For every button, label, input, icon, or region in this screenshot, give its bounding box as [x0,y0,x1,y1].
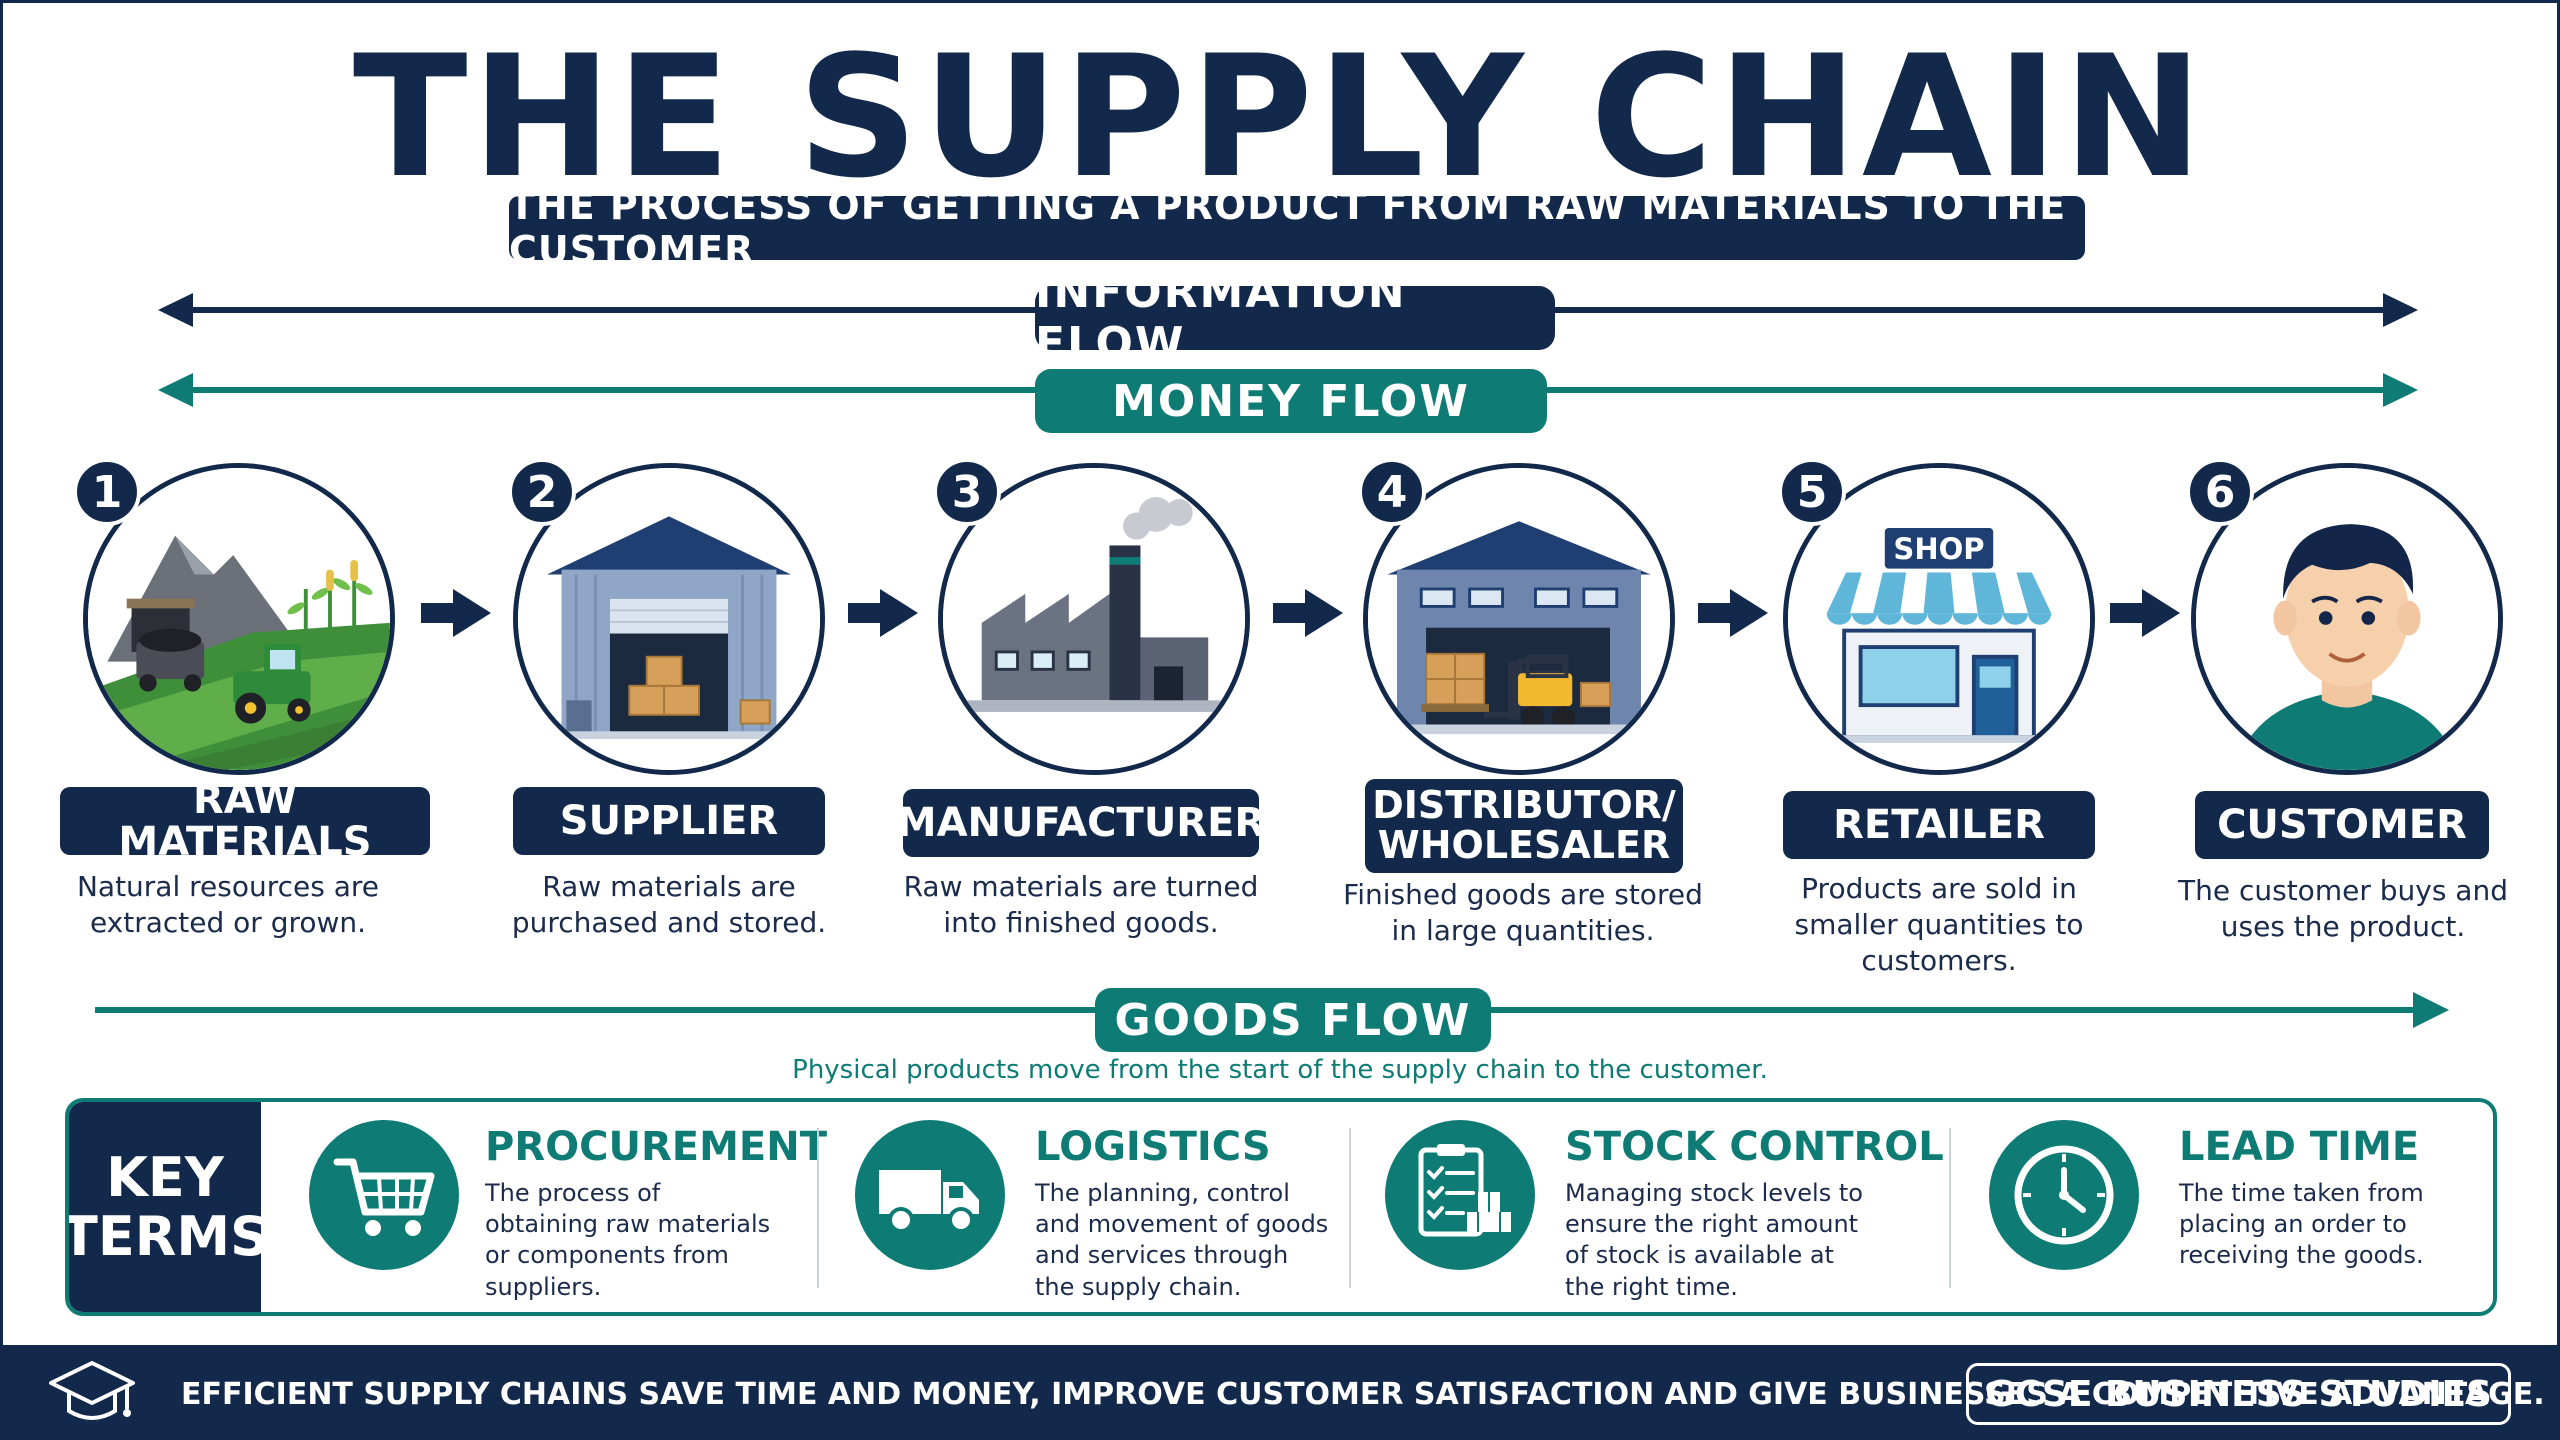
stage-2-illustration [513,463,825,775]
page-title: THE SUPPLY CHAIN [352,19,2208,215]
key-terms-heading: KEY TERMS [69,1102,269,1312]
shopping-cart-icon [309,1120,459,1270]
footer-bar: EFFICIENT SUPPLY CHAINS SAVE TIME AND MO… [3,1345,2560,1440]
delivery-truck-icon [855,1120,1005,1270]
stage-5-illustration: SHOP [1783,463,2095,775]
key-term-lead-time: LEAD TIME The time taken from placing an… [1979,1102,2479,1312]
step-number-4: 4 [1358,458,1426,526]
key-term-logistics: LOGISTICS The planning, control and move… [849,1102,1379,1312]
key-term-lead-time-description: The time taken from placing an order to … [2179,1179,2424,1270]
stage-4-description: Finished goods are stored in large quant… [1343,878,1703,947]
stage-3-description: Raw materials are turned into finished g… [903,870,1259,939]
warehouse-icon [518,468,820,770]
stage-1-description: Natural resources are extracted or grown… [76,870,380,939]
stage-2-description: Raw materials are purchased and stored. [511,870,827,939]
step-number-5: 5 [1778,458,1846,526]
stage-6-label: CUSTOMER [2195,791,2489,859]
key-term-divider [817,1128,819,1288]
key-term-stock-control-title: STOCK CONTROL [1565,1124,1944,1170]
key-term-stock-control-description: Managing stock levels to ensure the righ… [1565,1179,1863,1301]
stage-5-description: Products are sold in smaller quantities … [1794,872,2084,977]
step-number-2: 2 [508,458,576,526]
stage-3-label: MANUFACTURER [897,789,1265,857]
stage-5-label: RETAILER [1783,791,2095,859]
stage-1-illustration [83,463,395,775]
arrow-right-icon [421,589,491,637]
stage-6-illustration [2191,463,2503,775]
stage-6-description: The customer buys and uses the product. [2178,874,2508,943]
arrow-right-icon [1273,589,1343,637]
key-terms-heading-line2: TERMS [65,1205,269,1268]
arrow-right-icon [848,589,918,637]
distribution-centre-icon [1368,468,1670,770]
step-number-1: 1 [73,458,141,526]
stage-4-label: DISTRIBUTOR/ WHOLESALER [1365,779,1683,873]
key-term-logistics-description: The planning, control and movement of go… [1035,1179,1329,1301]
key-term-stock-control: STOCK CONTROL Managing stock levels to e… [1379,1102,1979,1312]
key-terms-panel: KEY TERMS PROCUREMENT The process of obt… [65,1098,2497,1316]
clock-icon [1989,1120,2139,1270]
stage-1-label: RAW MATERIALS [60,779,430,863]
money-flow-label: MONEY FLOW [1035,369,1547,433]
key-term-procurement-title: PROCUREMENT [485,1124,827,1170]
step-connector-arrows [421,589,2180,637]
course-badge: GCSE BUSINESS STUDIES [1966,1363,2511,1425]
key-term-lead-time-title: LEAD TIME [2179,1124,2420,1170]
key-terms-heading-line1: KEY [106,1145,224,1209]
information-flow-label: INFORMATION FLOW [1035,267,1555,369]
shop-sign-text: SHOP [1893,532,1984,566]
arrow-right-icon [2110,589,2180,637]
graduation-cap-icon [49,1361,135,1420]
step-number-6: 6 [2186,458,2254,526]
stage-2-label: SUPPLIER [513,787,825,855]
mine-farm-icon [88,468,390,770]
stage-3-illustration [938,463,1250,775]
key-term-procurement: PROCUREMENT The process of obtaining raw… [299,1102,827,1312]
goods-flow-caption: Physical products move from the start of… [792,1055,1768,1085]
shop-icon: SHOP [1788,468,2090,770]
footer-message: EFFICIENT SUPPLY CHAINS SAVE TIME AND MO… [181,1376,2545,1412]
step-number-3: 3 [933,458,1001,526]
factory-icon [943,468,1245,770]
goods-flow-label: GOODS FLOW [1095,988,1491,1052]
person-icon [2196,468,2498,770]
stage-4-illustration [1363,463,1675,775]
key-term-divider [1949,1128,1951,1288]
clipboard-checklist-icon [1385,1120,1535,1270]
key-term-procurement-description: The process of obtaining raw materials o… [485,1179,771,1301]
key-term-logistics-title: LOGISTICS [1035,1124,1271,1170]
arrow-right-icon [1698,589,1768,637]
key-term-divider [1349,1128,1351,1288]
